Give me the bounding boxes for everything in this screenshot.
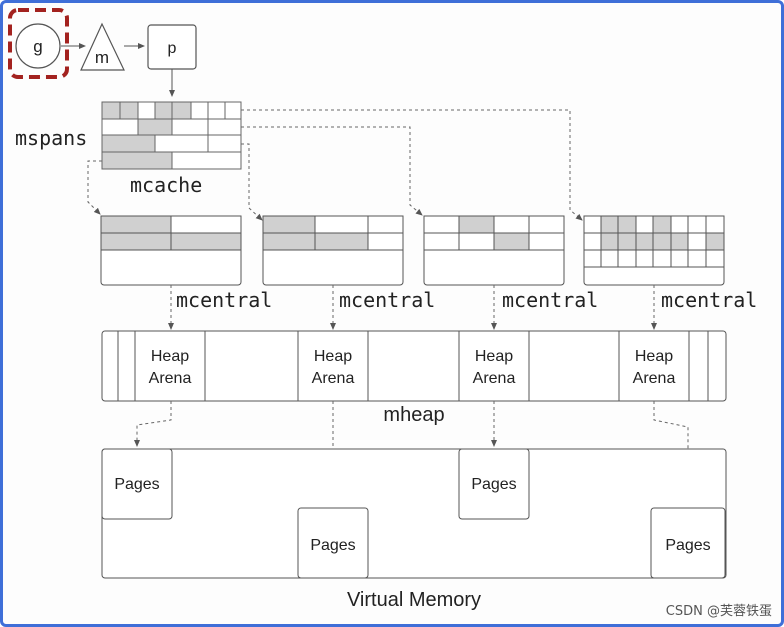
- pages-block-1: Pages: [101, 448, 173, 520]
- goroutine-highlight: [8, 8, 69, 79]
- mspans-label: mspans: [15, 126, 87, 150]
- pages-block-4: Pages: [650, 507, 726, 579]
- mcentral-to-arena-arrows: [168, 285, 657, 330]
- mcentral-label-1: mcentral: [176, 288, 272, 312]
- heap-arena-2-line1: Heap: [314, 348, 352, 365]
- mcentral-label-2: mcentral: [339, 288, 435, 312]
- mheap-strip: [101, 330, 727, 402]
- heap-arena-4-line2: Arena: [633, 370, 676, 387]
- pages-label-4: Pages: [665, 537, 710, 554]
- g-label: g: [33, 37, 42, 56]
- watermark-text: CSDN @芙蓉铁蛋: [665, 604, 772, 619]
- mcentral-1: [100, 215, 242, 286]
- heap-arena-1-line2: Arena: [149, 370, 192, 387]
- mcentral-label-4: mcentral: [661, 288, 757, 312]
- mcache-connectors: [87, 109, 583, 221]
- mcentral-2: [262, 215, 404, 286]
- pages-label-1: Pages: [114, 476, 159, 493]
- pages-label-2: Pages: [310, 537, 355, 554]
- heap-arena-4-line1: Heap: [635, 348, 673, 365]
- mcentral-3: [423, 215, 565, 286]
- heap-arena-1: Heap Arena: [134, 330, 206, 402]
- g-node: [15, 23, 61, 69]
- heap-arena-1-line1: Heap: [151, 348, 189, 365]
- mheap-label: mheap: [383, 404, 444, 426]
- heap-arena-3-line2: Arena: [473, 370, 516, 387]
- mcentral-4: [583, 215, 725, 286]
- mcentral-label-3: mcentral: [502, 288, 598, 312]
- virtual-memory-box: [101, 448, 727, 579]
- heap-arena-3-line1: Heap: [475, 348, 513, 365]
- heap-arena-2: Heap Arena: [297, 330, 369, 402]
- arena-to-pages-arrows: [134, 401, 691, 507]
- virtual-memory-label: Virtual Memory: [347, 589, 481, 611]
- mcache-label: mcache: [130, 173, 202, 197]
- pages-block-2: Pages: [297, 507, 369, 579]
- m-node: [80, 22, 125, 71]
- mcache-spans: [101, 101, 242, 170]
- m-label: m: [95, 48, 109, 67]
- pages-block-3: Pages: [458, 448, 530, 520]
- heap-arena-4: Heap Arena: [618, 330, 690, 402]
- heap-arena-2-line2: Arena: [312, 370, 355, 387]
- heap-arena-3: Heap Arena: [458, 330, 530, 402]
- pages-label-3: Pages: [471, 476, 516, 493]
- p-label: p: [168, 40, 177, 57]
